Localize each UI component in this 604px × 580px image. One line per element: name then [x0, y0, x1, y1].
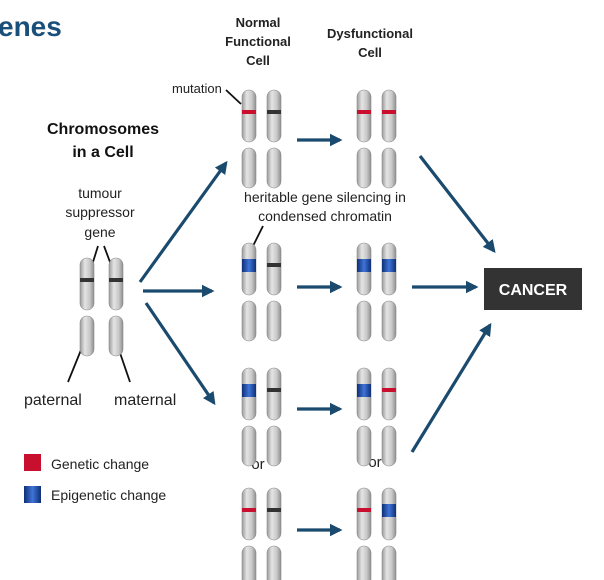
svg-text:heritable gene silencing in: heritable gene silencing in [244, 189, 406, 205]
chromosome-row4-dys-b [381, 487, 397, 580]
gene-band [267, 508, 281, 512]
genetic-change-band [357, 110, 371, 114]
chromosome-row2-normal-a [241, 242, 257, 342]
svg-text:Normal: Normal [236, 15, 281, 30]
svg-text:Cell: Cell [358, 45, 382, 60]
gene-band [267, 388, 281, 392]
epigenetic-change-band [242, 384, 256, 397]
chromosome-maternal [108, 257, 124, 357]
genetic-change-band [242, 508, 256, 512]
chromosome-row1-normal-a [241, 89, 257, 189]
maternal-label: maternal [114, 392, 176, 409]
chromosomes-in-cell-label: Chromosomes in a Cell [47, 121, 159, 161]
chromosome-row1-dys-b [381, 89, 397, 189]
tumour-suppressor-gene-label: tumour suppressor gene [65, 185, 135, 240]
chromosome-row2-normal-b [266, 242, 282, 342]
svg-text:condensed chromatin: condensed chromatin [258, 208, 392, 224]
cancer-box: CANCER [484, 268, 582, 310]
page-title: enes [0, 11, 62, 42]
svg-text:gene: gene [84, 224, 115, 240]
arrow-row1-to-cancer [418, 155, 496, 254]
svg-text:Chromosomes: Chromosomes [47, 121, 159, 138]
chromosome-row3-dys-b [381, 367, 397, 467]
chromosome-row3-normal-a [241, 367, 257, 467]
gene-band [267, 263, 281, 267]
gene-band [109, 278, 123, 282]
chromosome-paternal [79, 257, 95, 357]
paternal-label: paternal [24, 392, 82, 409]
svg-text:tumour: tumour [78, 185, 122, 201]
genetic-change-band [357, 508, 371, 512]
or-label-right: or [368, 454, 381, 471]
genetic-change-band [382, 388, 396, 392]
silencing-label: heritable gene silencing in condensed ch… [244, 189, 406, 224]
genetic-change-band [242, 110, 256, 114]
chromosome-row3-normal-b [266, 367, 282, 467]
chromosome-row4-normal-a [241, 487, 257, 580]
chromosome-row2-dys-b [381, 242, 397, 342]
chromosome-row2-dys-a [356, 242, 372, 342]
gene-band [267, 110, 281, 114]
svg-text:Functional: Functional [225, 34, 291, 49]
mutation-label: mutation [172, 81, 222, 96]
cancer-label: CANCER [499, 282, 568, 299]
epigenetic-change-band [357, 384, 371, 397]
chromosome-row4-normal-b [266, 487, 282, 580]
svg-text:Cell: Cell [246, 53, 270, 68]
chromosome-row1-normal-b [266, 89, 282, 189]
legend-epigenetic-label: Epigenetic change [51, 487, 166, 503]
svg-text:in a Cell: in a Cell [72, 144, 133, 161]
epigenetic-change-band [357, 259, 371, 272]
mutation-pointer-line [225, 89, 242, 105]
arrow-to-mutation-row [138, 160, 228, 283]
parent-pointer-lines [67, 349, 131, 383]
legend-genetic-label: Genetic change [51, 456, 149, 472]
chromosome-row1-dys-a [356, 89, 372, 189]
epigenetic-change-band [382, 504, 396, 517]
epigenetic-change-band [382, 259, 396, 272]
epigenetic-change-band [242, 259, 256, 272]
arrow-to-third-row [144, 302, 216, 406]
genetic-change-band [382, 110, 396, 114]
chromosome-row4-dys-a [356, 487, 372, 580]
epigenetic-change-swatch [24, 486, 41, 503]
dysfunctional-cell-header: Dysfunctional Cell [327, 26, 413, 60]
svg-text:Dysfunctional: Dysfunctional [327, 26, 413, 41]
chromosomes [79, 89, 397, 580]
legend: Genetic change Epigenetic change [24, 454, 166, 503]
arrow-row3-to-cancer [410, 322, 492, 453]
arrows [138, 133, 496, 537]
normal-cell-header: Normal Functional Cell [225, 15, 291, 68]
gene-band [80, 278, 94, 282]
svg-text:suppressor: suppressor [65, 204, 135, 220]
genetic-change-swatch [24, 454, 41, 471]
chromosome-row3-dys-a [356, 367, 372, 467]
